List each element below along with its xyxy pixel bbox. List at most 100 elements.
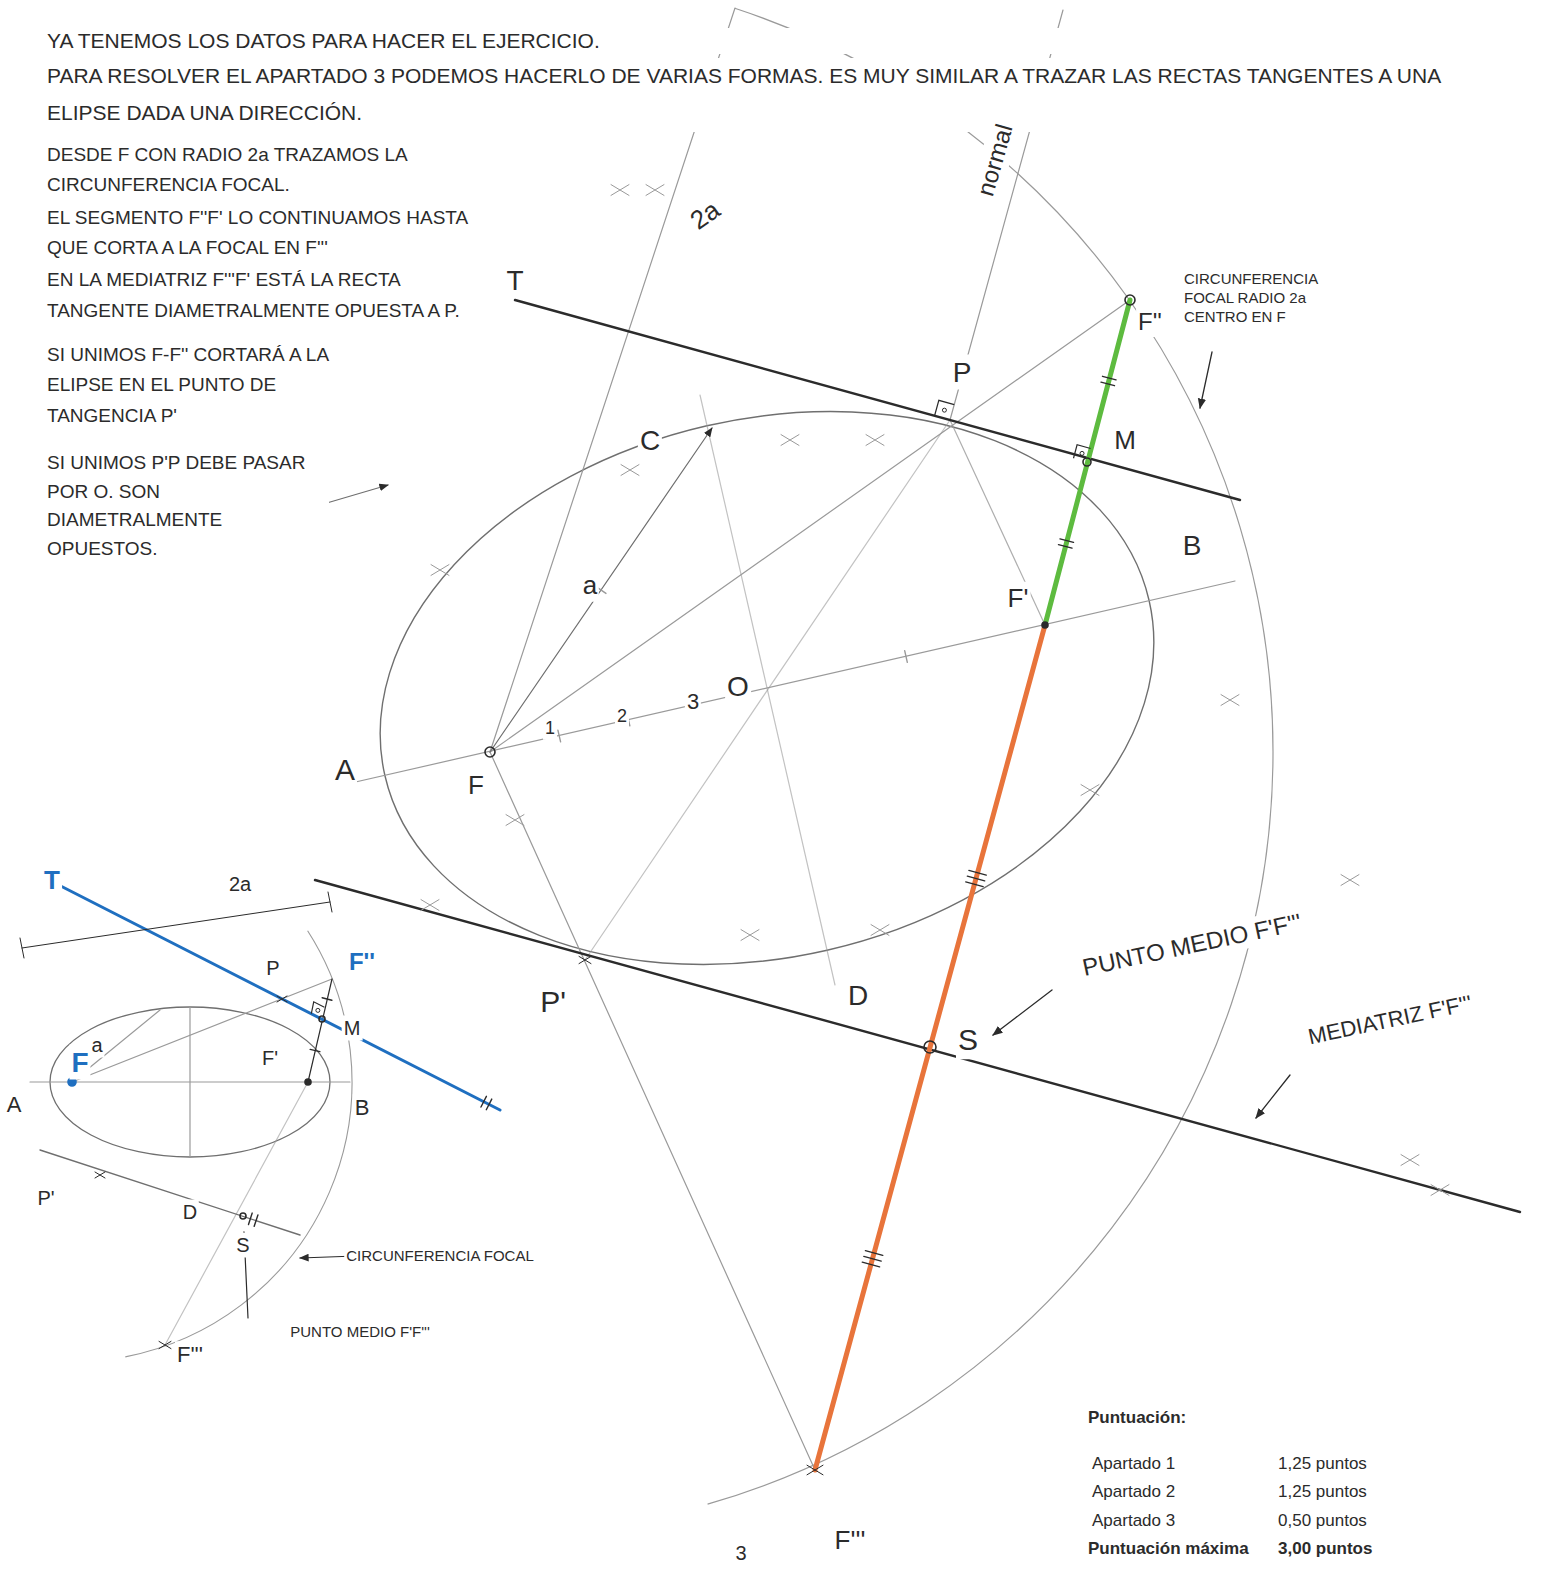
construction-line [165, 1082, 308, 1345]
score-heading: Puntuación: [1086, 1407, 1188, 1428]
point-mark [924, 1041, 936, 1053]
arc-cross [621, 465, 639, 476]
minor-axis [189, 1007, 190, 1157]
right-angle-mark [1074, 445, 1091, 458]
dimension-tick [20, 938, 24, 958]
score-total-value: 3,00 puntos [1276, 1538, 1374, 1559]
score-value: 1,25 puntos [1276, 1481, 1369, 1502]
arc-cross [1431, 1185, 1449, 1196]
arc-cross [95, 1172, 105, 1178]
arc-cross [421, 900, 439, 911]
arc-cross [611, 185, 629, 196]
equal-tick [865, 1251, 882, 1256]
note-text: PARA RESOLVER EL APARTADO 3 PODEMOS HACE… [45, 58, 1499, 132]
tangent-line [40, 1150, 300, 1235]
point-label: F''' [833, 1524, 868, 1557]
callout-text: CIRCUNFERENCIA FOCAL [344, 1247, 536, 1266]
arc-cross [506, 815, 524, 826]
arc-cross [421, 900, 439, 911]
equal-tick [1058, 545, 1072, 548]
point-label: A [5, 1091, 24, 1119]
point-mark [319, 1016, 325, 1022]
focal-circle-arc [708, 8, 1273, 1504]
focal-circle-arc [125, 931, 352, 1357]
point-mark [485, 747, 495, 757]
point-label: D [846, 978, 870, 1013]
arc-cross [95, 1172, 105, 1178]
semi-axis-arrow [490, 428, 712, 752]
tangent-line [315, 880, 1520, 1212]
note-text: DESDE F CON RADIO 2a TRAZAMOS LA CIRCUNF… [45, 140, 479, 201]
point-label: A [333, 751, 357, 789]
point-label: C [638, 423, 662, 458]
point-label: S [956, 1021, 980, 1059]
point-label: F''' [175, 1341, 205, 1369]
point-label: M [1112, 424, 1138, 457]
arc-cross [646, 185, 664, 196]
note-text: SI UNIMOS P'P DEBE PASAR POR O. SON DIAM… [45, 449, 329, 563]
point-mark [240, 1213, 246, 1219]
note-text: EL SEGMENTO F''F' LO CONTINUAMOS HASTA Q… [45, 203, 479, 264]
point-label: P' [538, 983, 568, 1021]
arc-cross [1081, 785, 1099, 796]
arc-cross [431, 565, 449, 576]
point-mark [1042, 622, 1048, 628]
callout-text: CIRCUNFERENCIA FOCAL RADIO 2a CENTRO EN … [1182, 270, 1356, 326]
equal-tick [486, 1099, 491, 1110]
construction-line [950, 420, 1045, 625]
arc-cross [1341, 875, 1359, 886]
division-number: 3 [685, 688, 701, 716]
point-label: P [951, 355, 974, 390]
arc-cross [1221, 695, 1239, 706]
equal-tick [1103, 376, 1117, 380]
point-label: T [504, 263, 525, 298]
note-text: EN LA MEDIATRIZ F'''F' ESTÁ LA RECTA TAN… [45, 265, 479, 326]
equal-tick [481, 1096, 486, 1107]
leader-arrow [1200, 352, 1212, 408]
arc-cross [871, 925, 889, 936]
arc-cross [277, 996, 287, 1002]
dimension-label: a [581, 569, 599, 602]
score-value: 0,50 puntos [1276, 1510, 1369, 1531]
ellipse [325, 338, 1209, 1037]
equal-tick [864, 1256, 881, 1261]
arc-cross [277, 996, 287, 1002]
equal-tick [966, 882, 983, 887]
arc-cross [871, 925, 889, 936]
focal-radius [72, 979, 332, 1082]
major-axis [338, 581, 1235, 786]
arc-cross [646, 185, 664, 196]
point-label: F'' [347, 947, 377, 977]
arc-cross [579, 956, 591, 963]
arc-cross [1401, 1155, 1419, 1166]
point-label: F [69, 1045, 90, 1080]
segment-orange [815, 625, 1045, 1470]
equal-tick [558, 730, 561, 742]
point-mark [1080, 451, 1084, 455]
dimension-label: 2a [227, 872, 253, 897]
right-angle-mark [311, 1002, 324, 1014]
leader-arrow [993, 990, 1052, 1035]
arc-cross [1221, 695, 1239, 706]
arc-cross [1341, 875, 1359, 886]
callout-text: PUNTO MEDIO F'F''' [288, 1323, 432, 1342]
dimension-tick [328, 892, 332, 912]
arc-cross [621, 465, 639, 476]
arc-cross [866, 435, 884, 446]
arc-cross [807, 1465, 823, 1475]
point-label: S [234, 1233, 251, 1258]
point-label: F' [1006, 582, 1031, 615]
equal-tick [310, 1049, 320, 1051]
tangent-line [45, 878, 500, 1110]
equal-tick [248, 1213, 252, 1224]
leader-arrow [1256, 1075, 1290, 1118]
arc-cross [1431, 1185, 1449, 1196]
equal-tick [905, 651, 908, 663]
point-mark [305, 1079, 311, 1085]
point-label: F'' [1136, 307, 1164, 337]
score-value: 1,25 puntos [1276, 1453, 1369, 1474]
note-text: YA TENEMOS LOS DATOS PARA HACER EL EJERC… [45, 28, 1499, 54]
equal-tick [969, 870, 986, 875]
score-total: Puntuación máxima [1086, 1538, 1251, 1559]
